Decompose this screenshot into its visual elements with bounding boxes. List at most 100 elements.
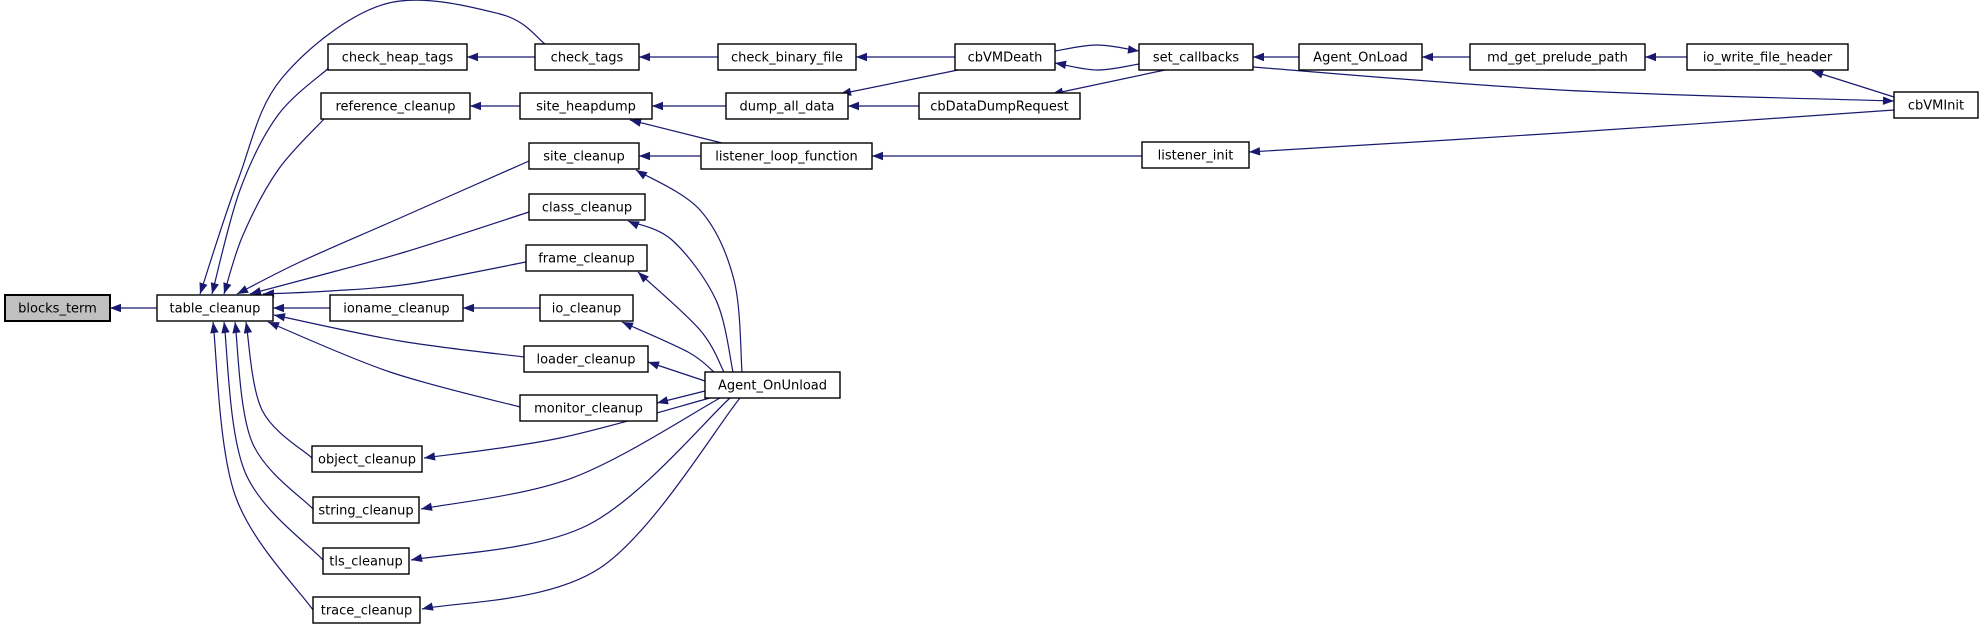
node-label-check_heap_tags: check_heap_tags	[342, 51, 454, 66]
node-class_cleanup[interactable]: class_cleanup	[528, 193, 646, 221]
edge-reference_cleanup-table_cleanup	[223, 118, 325, 295]
arrowhead-check_binary_file-check_tags	[639, 52, 650, 62]
arrowhead-Agent_OnUnload-site_cleanup	[636, 170, 648, 180]
node-label-Agent_OnLoad: Agent_OnLoad	[1313, 51, 1408, 66]
node-reference_cleanup[interactable]: reference_cleanup	[320, 92, 471, 120]
node-trace_cleanup[interactable]: trace_cleanup	[312, 596, 421, 624]
arrowhead-cbVMInit-io_write_file_header	[1812, 70, 1824, 79]
node-box-dump_all_data[interactable]	[725, 92, 849, 120]
edge-Agent_OnUnload-io_cleanup	[621, 321, 715, 373]
node-box-site_cleanup[interactable]	[528, 142, 640, 170]
arrowhead-Agent_OnUnload-tls_cleanup	[411, 553, 423, 562]
node-label-check_tags: check_tags	[551, 51, 624, 66]
node-monitor_cleanup[interactable]: monitor_cleanup	[519, 394, 658, 422]
edge-set_callbacks-cbDataDumpRequest	[1051, 69, 1166, 95]
node-box-trace_cleanup[interactable]	[312, 596, 421, 624]
node-box-io_write_file_header[interactable]	[1686, 43, 1849, 71]
node-box-reference_cleanup[interactable]	[320, 92, 471, 120]
node-box-string_cleanup[interactable]	[312, 496, 420, 524]
node-box-site_heapdump[interactable]	[519, 92, 653, 120]
node-box-cbVMInit[interactable]	[1893, 91, 1979, 119]
node-io_write_file_header[interactable]: io_write_file_header	[1686, 43, 1849, 71]
node-label-monitor_cleanup: monitor_cleanup	[534, 402, 643, 417]
node-string_cleanup[interactable]: string_cleanup	[312, 496, 420, 524]
node-Agent_OnLoad[interactable]: Agent_OnLoad	[1298, 43, 1423, 71]
node-Agent_OnUnload[interactable]: Agent_OnUnload	[704, 371, 841, 399]
arrowhead-cbVMDeath-set_callbacks	[1127, 45, 1139, 54]
node-box-Agent_OnLoad[interactable]	[1298, 43, 1423, 71]
arrowhead-listener_init-listener_loop_function	[872, 151, 883, 161]
node-label-dump_all_data: dump_all_data	[740, 100, 835, 115]
node-listener_init[interactable]: listener_init	[1141, 141, 1250, 169]
node-box-check_heap_tags[interactable]	[327, 43, 468, 71]
node-label-ioname_cleanup: ioname_cleanup	[343, 302, 449, 317]
node-check_binary_file[interactable]: check_binary_file	[717, 43, 857, 71]
node-box-cbVMDeath[interactable]	[954, 43, 1056, 71]
node-io_cleanup[interactable]: io_cleanup	[539, 294, 634, 322]
node-cbVMInit[interactable]: cbVMInit	[1893, 91, 1979, 119]
node-check_tags[interactable]: check_tags	[534, 43, 640, 71]
node-box-table_cleanup[interactable]	[156, 294, 274, 322]
node-label-string_cleanup: string_cleanup	[318, 504, 413, 519]
node-cbVMDeath[interactable]: cbVMDeath	[954, 43, 1056, 71]
node-object_cleanup[interactable]: object_cleanup	[311, 445, 423, 473]
node-label-set_callbacks: set_callbacks	[1153, 51, 1240, 66]
edge-check_tags-table_cleanup	[199, 0, 546, 295]
node-box-check_tags[interactable]	[534, 43, 640, 71]
node-table_cleanup[interactable]: table_cleanup	[156, 294, 274, 322]
node-box-listener_init[interactable]	[1141, 141, 1250, 169]
arrowhead-io_write_file_header-md_get_prelude_path	[1645, 52, 1656, 62]
edge-monitor_cleanup-table_cleanup	[267, 321, 521, 408]
node-label-class_cleanup: class_cleanup	[542, 201, 632, 216]
node-md_get_prelude_path[interactable]: md_get_prelude_path	[1469, 43, 1646, 71]
node-dump_all_data[interactable]: dump_all_data	[725, 92, 849, 120]
node-box-loader_cleanup[interactable]	[523, 345, 649, 373]
node-ioname_cleanup[interactable]: ioname_cleanup	[329, 294, 464, 322]
node-box-frame_cleanup[interactable]	[525, 244, 648, 272]
arrowhead-string_cleanup-table_cleanup	[232, 322, 241, 334]
node-check_heap_tags[interactable]: check_heap_tags	[327, 43, 468, 71]
node-box-Agent_OnUnload[interactable]	[704, 371, 841, 399]
arrowhead-Agent_OnUnload-monitor_cleanup	[657, 396, 669, 405]
arrowhead-listener_loop_function-site_heapdump	[630, 118, 642, 127]
node-box-check_binary_file[interactable]	[717, 43, 857, 71]
node-box-class_cleanup[interactable]	[528, 193, 646, 221]
arrowhead-table_cleanup-blocks_term	[110, 303, 121, 313]
node-listener_loop_function[interactable]: listener_loop_function	[700, 142, 873, 170]
arrowhead-reference_cleanup-table_cleanup	[223, 282, 232, 294]
arrowhead-ioname_cleanup-table_cleanup	[273, 303, 284, 313]
node-label-md_get_prelude_path: md_get_prelude_path	[1487, 51, 1628, 66]
node-box-io_cleanup[interactable]	[539, 294, 634, 322]
node-site_heapdump[interactable]: site_heapdump	[519, 92, 653, 120]
edges-layer	[110, 0, 1895, 611]
arrowhead-Agent_OnUnload-frame_cleanup	[638, 272, 649, 283]
node-box-object_cleanup[interactable]	[311, 445, 423, 473]
node-box-md_get_prelude_path[interactable]	[1469, 43, 1646, 71]
node-label-io_write_file_header: io_write_file_header	[1703, 51, 1833, 66]
edge-object_cleanup-table_cleanup	[245, 321, 313, 459]
arrowhead-check_heap_tags-table_cleanup	[210, 282, 219, 294]
node-cbDataDumpRequest[interactable]: cbDataDumpRequest	[918, 92, 1081, 120]
node-label-table_cleanup: table_cleanup	[170, 302, 261, 317]
arrowhead-cbVMInit-listener_init	[1249, 147, 1261, 156]
node-box-blocks_term	[4, 294, 111, 322]
edge-Agent_OnUnload-string_cleanup	[420, 397, 721, 510]
arrowhead-set_callbacks-cbVMDeath	[1055, 60, 1067, 69]
node-frame_cleanup[interactable]: frame_cleanup	[525, 244, 648, 272]
arrowhead-Agent_OnUnload-string_cleanup	[421, 502, 433, 511]
node-tls_cleanup[interactable]: tls_cleanup	[322, 547, 410, 575]
arrowhead-Agent_OnLoad-set_callbacks	[1253, 52, 1264, 62]
edge-frame_cleanup-table_cleanup	[262, 261, 527, 295]
node-label-trace_cleanup: trace_cleanup	[321, 604, 413, 619]
node-set_callbacks[interactable]: set_callbacks	[1138, 43, 1254, 71]
node-box-set_callbacks[interactable]	[1138, 43, 1254, 71]
node-site_cleanup[interactable]: site_cleanup	[528, 142, 640, 170]
node-box-tls_cleanup[interactable]	[322, 547, 410, 575]
node-box-ioname_cleanup[interactable]	[329, 294, 464, 322]
node-box-cbDataDumpRequest[interactable]	[918, 92, 1081, 120]
node-box-monitor_cleanup[interactable]	[519, 394, 658, 422]
node-loader_cleanup[interactable]: loader_cleanup	[523, 345, 649, 373]
node-box-listener_loop_function[interactable]	[700, 142, 873, 170]
